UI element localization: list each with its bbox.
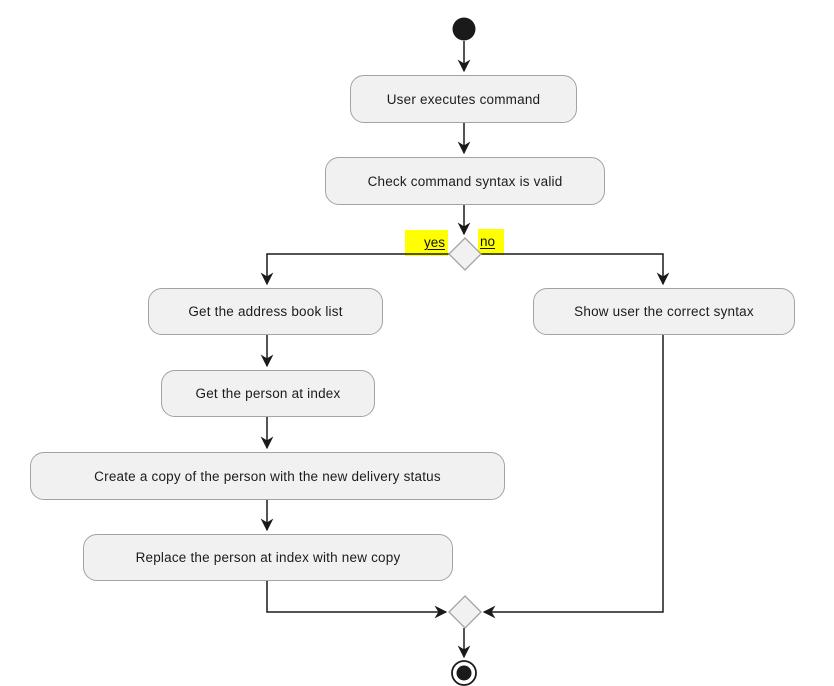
start-node [452,17,476,41]
decision-branch-label-yes: yes [405,230,448,256]
action-get-address-book-list: Get the address book list [148,288,383,335]
action-get-person-at-index: Get the person at index [161,370,375,417]
action-check-command-syntax: Check command syntax is valid [325,157,605,205]
merge-diamond [448,595,482,629]
end-node [451,660,477,686]
action-user-executes-command: User executes command [350,75,577,123]
decision-branch-label-no: no [478,229,504,255]
action-show-user-correct-syntax: Show user the correct syntax [533,288,795,335]
edge-decision-no-to-show-syntax [481,253,670,286]
edge-replace-person-to-merge [266,581,448,619]
edge-show-syntax-to-merge [482,335,664,619]
edge-decision-yes-to-get-address-book [260,253,449,286]
decision-diamond [448,237,482,271]
action-create-copy-of-person: Create a copy of the person with the new… [30,452,505,500]
action-replace-person-at-index: Replace the person at index with new cop… [83,534,453,581]
